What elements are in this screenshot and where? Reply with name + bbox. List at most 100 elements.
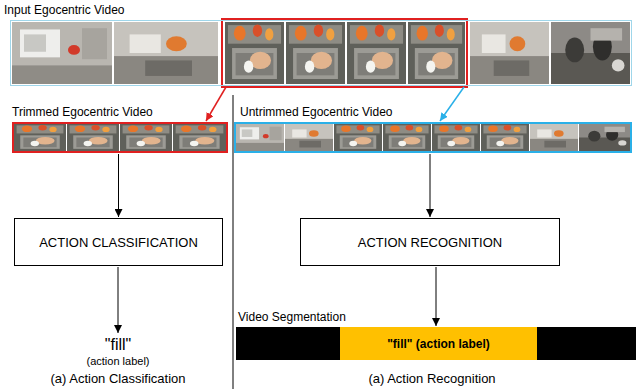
node-label: ACTION RECOGNITION <box>358 235 502 250</box>
video-strip: Untrimmed Egocentric Video <box>234 122 632 153</box>
frame-detail <box>432 124 480 151</box>
frame-detail <box>70 125 117 133</box>
frame-detail <box>434 125 477 133</box>
frame-detail <box>398 141 406 146</box>
frame-detail <box>411 25 462 44</box>
frame-detail <box>295 26 307 41</box>
frame-detail <box>183 138 217 148</box>
frame-detail <box>263 134 269 138</box>
video-frame <box>14 124 66 151</box>
frame-detail <box>236 124 284 151</box>
action-label: "fill" <box>105 336 131 354</box>
frame-detail <box>23 138 56 148</box>
frame-detail <box>367 127 374 132</box>
connector-arrow <box>436 267 437 326</box>
sub-caption: (a) Action Recognition <box>368 371 495 386</box>
video-frame <box>114 22 218 84</box>
heading-label: Video Segmentation <box>238 310 346 324</box>
frame-detail <box>366 60 375 72</box>
frame-detail <box>76 138 109 148</box>
video-frame <box>383 124 431 151</box>
output-arrow <box>118 267 119 333</box>
video-frame <box>120 124 172 151</box>
frame-detail <box>357 125 365 130</box>
frame-detail <box>17 125 64 133</box>
heading-label: Input Egocentric Video <box>4 3 125 17</box>
segmentation-bar: Video Segmentation"fill" (action label) <box>236 327 636 360</box>
frame-detail <box>38 125 46 130</box>
frame-detail <box>286 22 345 84</box>
frame-detail <box>618 140 626 145</box>
frame-detail <box>494 60 530 76</box>
video-frame <box>173 124 226 151</box>
frame-detail <box>12 65 112 84</box>
video-frame <box>470 22 549 84</box>
frame-detail <box>390 126 400 132</box>
frame-detail <box>137 141 145 146</box>
frame-detail <box>514 127 521 132</box>
frame-detail <box>24 34 46 51</box>
frame-detail <box>588 131 600 142</box>
node-label: "fill" (action label) <box>387 337 490 351</box>
frame-detail <box>14 124 66 151</box>
connector-arrow <box>440 87 464 121</box>
node-label: ACTION CLASSIFICATION <box>39 235 198 250</box>
frame-detail <box>289 25 342 44</box>
frame-detail <box>75 126 85 132</box>
frame-detail <box>496 141 504 146</box>
frame-detail <box>487 135 523 149</box>
frame-detail <box>488 126 498 132</box>
frame-detail <box>591 28 623 40</box>
frame-detail <box>354 48 399 79</box>
frame-detail <box>447 141 455 146</box>
video-frame <box>286 22 345 84</box>
video-frame <box>551 22 630 84</box>
frame-detail <box>236 143 284 151</box>
frame-detail <box>31 141 39 146</box>
frame-detail <box>145 60 192 76</box>
frame-detail <box>190 141 198 146</box>
frame-detail <box>441 138 472 148</box>
frame-detail <box>612 59 625 71</box>
frame-detail <box>129 138 162 148</box>
video-frame <box>67 124 119 151</box>
frame-detail <box>314 24 323 36</box>
frame-detail <box>579 138 630 152</box>
frame-detail <box>481 124 529 151</box>
frame-detail <box>435 24 444 36</box>
frame-detail <box>415 48 458 79</box>
frame-detail <box>68 45 80 55</box>
video-frame <box>236 124 284 151</box>
video-strip: Input Egocentric Video <box>10 20 632 86</box>
frame-detail <box>439 126 449 132</box>
frame-detail <box>438 135 474 149</box>
frame-detail <box>406 125 414 130</box>
connector-arrow <box>118 154 119 217</box>
frame-detail <box>470 56 549 84</box>
process-box: ACTION RECOGNITION <box>300 218 560 266</box>
frame-detail <box>343 138 374 148</box>
frame-detail <box>126 135 166 149</box>
frame-detail <box>305 60 314 72</box>
frame-detail <box>375 24 384 36</box>
frame-detail <box>123 125 170 133</box>
frame-detail <box>383 124 431 151</box>
frame-detail <box>120 124 172 151</box>
frame-detail <box>341 126 351 132</box>
frame-detail <box>408 22 465 84</box>
frame-detail <box>166 36 187 51</box>
video-frame <box>347 22 406 84</box>
video-frame <box>530 124 578 151</box>
frame-detail <box>102 127 109 132</box>
frame-detail <box>114 56 218 84</box>
frame-detail <box>128 126 138 132</box>
frame-detail <box>173 124 226 151</box>
frame-detail <box>176 125 224 133</box>
frame-detail <box>91 125 99 130</box>
frame-detail <box>114 22 218 84</box>
frame-detail <box>234 26 246 41</box>
frame-detail <box>504 125 512 130</box>
frame-detail <box>253 24 262 36</box>
video-frame <box>432 124 480 151</box>
frame-detail <box>265 28 273 40</box>
